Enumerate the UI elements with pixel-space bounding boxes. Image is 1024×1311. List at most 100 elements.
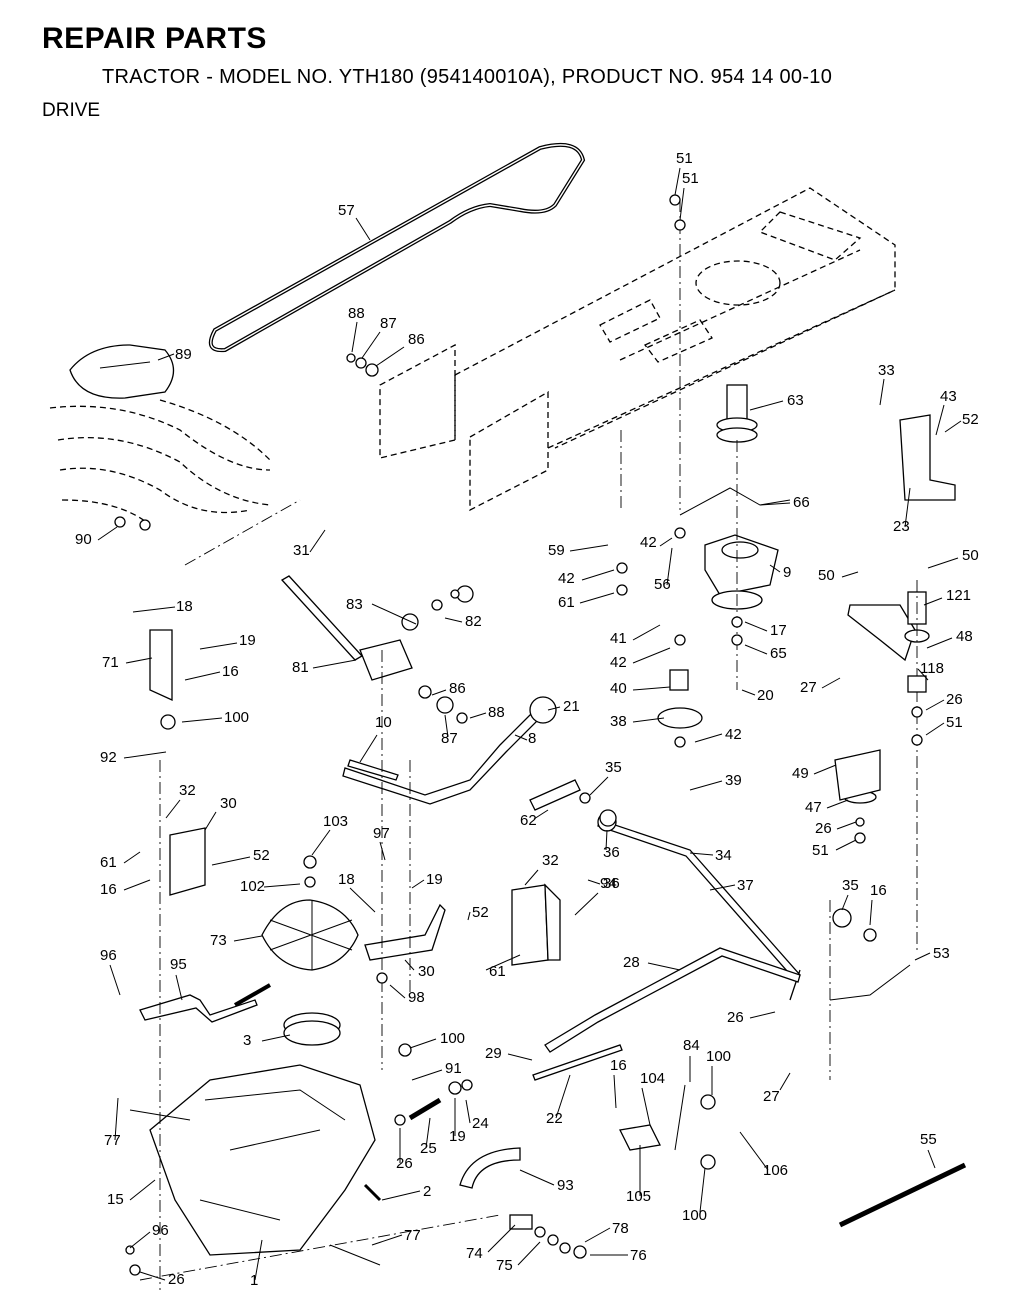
part-callout-25: 25	[420, 1140, 437, 1157]
part-callout-16: 16	[870, 882, 887, 899]
callout-leader	[589, 776, 609, 796]
part-callout-42: 42	[725, 726, 742, 743]
part-callout-57: 57	[338, 202, 355, 219]
callout-leader	[375, 346, 405, 367]
part-callout-66: 66	[793, 494, 810, 511]
callout-leader	[666, 547, 673, 586]
callout-leader	[925, 699, 945, 711]
callout-leader	[579, 592, 615, 604]
frame-outline	[379, 187, 896, 512]
part-callout-26: 26	[168, 1271, 185, 1288]
callout-leader	[309, 529, 326, 553]
part-callout-42: 42	[610, 654, 627, 671]
part-callout-43: 43	[940, 388, 957, 405]
part-callout-42: 42	[640, 534, 657, 551]
callout-leader	[574, 892, 599, 916]
part-callout-90: 90	[75, 531, 92, 548]
part-callout-18: 18	[338, 871, 355, 888]
callout-leader	[749, 1011, 776, 1019]
part-callout-48: 48	[956, 628, 973, 645]
callout-leader	[411, 879, 425, 889]
part-callout-41: 41	[610, 630, 627, 647]
part-callout-100: 100	[440, 1030, 465, 1047]
callout-leader	[379, 841, 386, 861]
callout-leader	[109, 964, 121, 996]
callout-leader	[944, 420, 962, 433]
callout-leader	[312, 659, 357, 669]
cooling-fan	[261, 899, 359, 1046]
part-callout-106: 106	[763, 1162, 788, 1179]
part-callout-1: 1	[250, 1272, 258, 1289]
part-callout-22: 22	[546, 1110, 563, 1127]
callout-leader	[769, 564, 781, 573]
callout-leader	[381, 1190, 421, 1201]
callout-leader	[467, 911, 471, 921]
callout-leader	[841, 894, 849, 911]
callout-leader	[233, 935, 263, 942]
part-callout-19: 19	[449, 1128, 466, 1145]
callout-leader	[739, 1131, 769, 1171]
part-callout-102: 102	[240, 878, 265, 895]
part-callout-32: 32	[542, 852, 559, 869]
part-callout-61: 61	[558, 594, 575, 611]
callout-leader	[123, 851, 141, 864]
callout-leader	[404, 959, 415, 971]
part-callout-73: 73	[210, 932, 227, 949]
callout-leader	[199, 642, 238, 650]
part-callout-9: 9	[783, 564, 791, 581]
callout-leader	[355, 217, 371, 241]
callout-leader	[204, 811, 217, 831]
part-callout-81: 81	[292, 659, 309, 676]
part-callout-100: 100	[682, 1207, 707, 1224]
callout-leader	[674, 167, 681, 196]
part-callout-35: 35	[842, 877, 859, 894]
part-callout-51: 51	[682, 170, 699, 187]
callout-leader	[425, 1117, 431, 1149]
part-callout-8: 8	[528, 730, 536, 747]
part-callout-10: 10	[375, 714, 392, 731]
callout-leader	[904, 487, 911, 528]
callout-leader	[469, 712, 487, 719]
part-callout-94: 94	[600, 875, 617, 892]
callout-leader	[927, 1149, 936, 1169]
part-callout-52: 52	[253, 847, 270, 864]
callout-leader	[741, 689, 756, 696]
callout-leader	[165, 799, 181, 819]
part-callout-61: 61	[489, 963, 506, 980]
callout-leader	[519, 1169, 555, 1186]
callout-leader	[632, 647, 671, 664]
callout-leader	[744, 621, 768, 632]
callout-leader	[632, 624, 661, 641]
callout-leader	[181, 717, 223, 723]
part-callout-93: 93	[557, 1177, 574, 1194]
callout-leader	[361, 331, 381, 359]
callout-leader	[709, 884, 736, 891]
mount-brackets	[169, 827, 561, 966]
callout-leader	[254, 1239, 263, 1281]
part-callout-16: 16	[222, 663, 239, 680]
part-callout-3: 3	[243, 1032, 251, 1049]
part-callout-2: 2	[423, 1183, 431, 1200]
part-callout-30: 30	[220, 795, 237, 812]
part-callout-37: 37	[737, 877, 754, 894]
transaxle	[129, 1064, 381, 1266]
part-callout-20: 20	[757, 687, 774, 704]
bracket-73	[364, 903, 446, 961]
page-title: REPAIR PARTS	[42, 22, 267, 55]
part-callout-50: 50	[818, 567, 835, 584]
part-callout-51: 51	[946, 714, 963, 731]
callout-leader	[485, 954, 521, 971]
callout-leader	[689, 780, 723, 791]
part-callout-52: 52	[472, 904, 489, 921]
callout-leader	[605, 829, 608, 851]
callout-leader	[211, 856, 251, 866]
callout-leader	[114, 1097, 119, 1141]
part-callout-40: 40	[610, 680, 627, 697]
callout-leader	[613, 1074, 617, 1109]
part-callout-95: 95	[170, 956, 187, 973]
callout-leader	[584, 1227, 611, 1243]
callout-leader	[581, 569, 615, 581]
pedal-pad	[69, 344, 175, 399]
callout-leader	[371, 603, 417, 625]
